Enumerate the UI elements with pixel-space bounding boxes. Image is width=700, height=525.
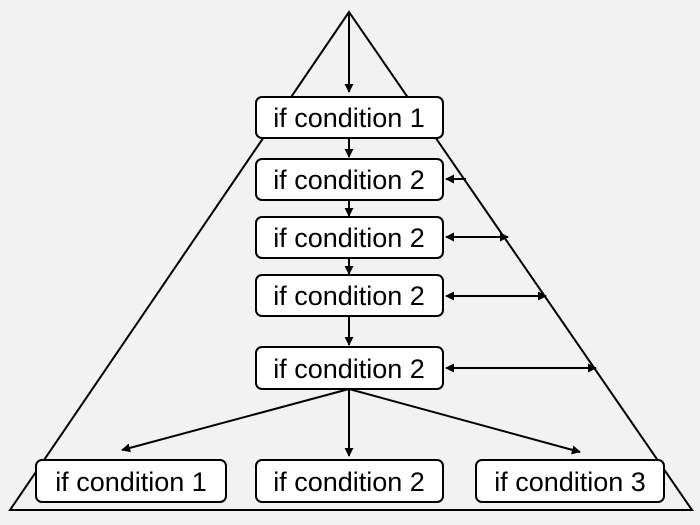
node-mid3: if condition 2 bbox=[255, 274, 444, 317]
node-mid4: if condition 2 bbox=[255, 346, 444, 390]
node-leaf1-label: if condition 1 bbox=[55, 467, 207, 497]
node-leaf2-label: if condition 2 bbox=[273, 467, 425, 497]
node-mid2-label: if condition 2 bbox=[273, 223, 425, 253]
node-mid3-label: if condition 2 bbox=[273, 281, 425, 311]
edge-mid4-to-leaf3 bbox=[348, 388, 581, 455]
node-mid4-label: if condition 2 bbox=[273, 354, 425, 384]
node-mid1-label: if condition 2 bbox=[273, 165, 425, 195]
node-leaf2: if condition 2 bbox=[255, 459, 444, 503]
pyramid-outline bbox=[8, 10, 694, 511]
node-mid2: if condition 2 bbox=[255, 216, 444, 259]
node-leaf3-label: if condition 3 bbox=[494, 467, 646, 497]
node-mid1: if condition 2 bbox=[255, 158, 444, 201]
node-top-label: if condition 1 bbox=[273, 103, 425, 133]
edge-mid4-to-leaf1 bbox=[121, 388, 350, 453]
node-leaf3: if condition 3 bbox=[475, 459, 665, 503]
node-top: if condition 1 bbox=[255, 96, 444, 139]
node-leaf1: if condition 1 bbox=[35, 459, 227, 503]
